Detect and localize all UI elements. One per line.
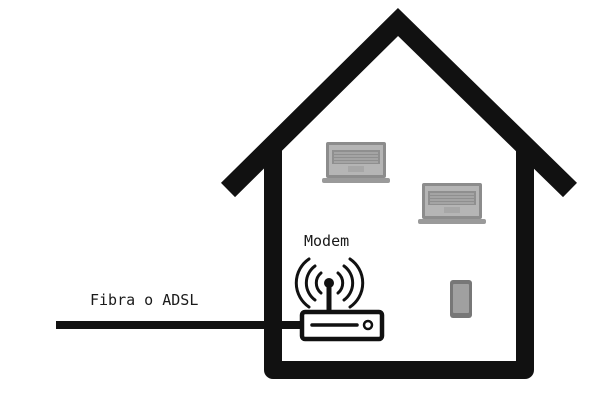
modem-label: Modem [304,232,349,250]
phone-screen [453,284,469,313]
signal-wave-right-outer [348,257,365,309]
laptop-icon [322,142,390,183]
wifi-router-icon [299,278,385,342]
house-outline-icon [220,7,577,379]
wireless-signal-icon [294,257,365,309]
laptop-trackpad [444,207,460,213]
laptop-base [322,178,390,183]
house-walls [264,150,534,379]
house-roof [220,7,577,198]
signal-wave-left-inner [314,271,323,295]
connection-label: Fibra o ADSL [90,291,198,309]
laptop-keys [430,193,474,204]
signal-wave-left-middle [304,264,317,302]
signal-wave-right-middle [342,264,355,302]
smartphone-icon [450,280,472,318]
laptop-trackpad [348,166,364,172]
laptop-icon [418,183,486,224]
signal-wave-left-outer [294,257,311,309]
laptop-keys [334,152,378,163]
router-power-light [362,319,374,331]
laptop-base [418,219,486,224]
signal-wave-right-inner [336,271,345,295]
